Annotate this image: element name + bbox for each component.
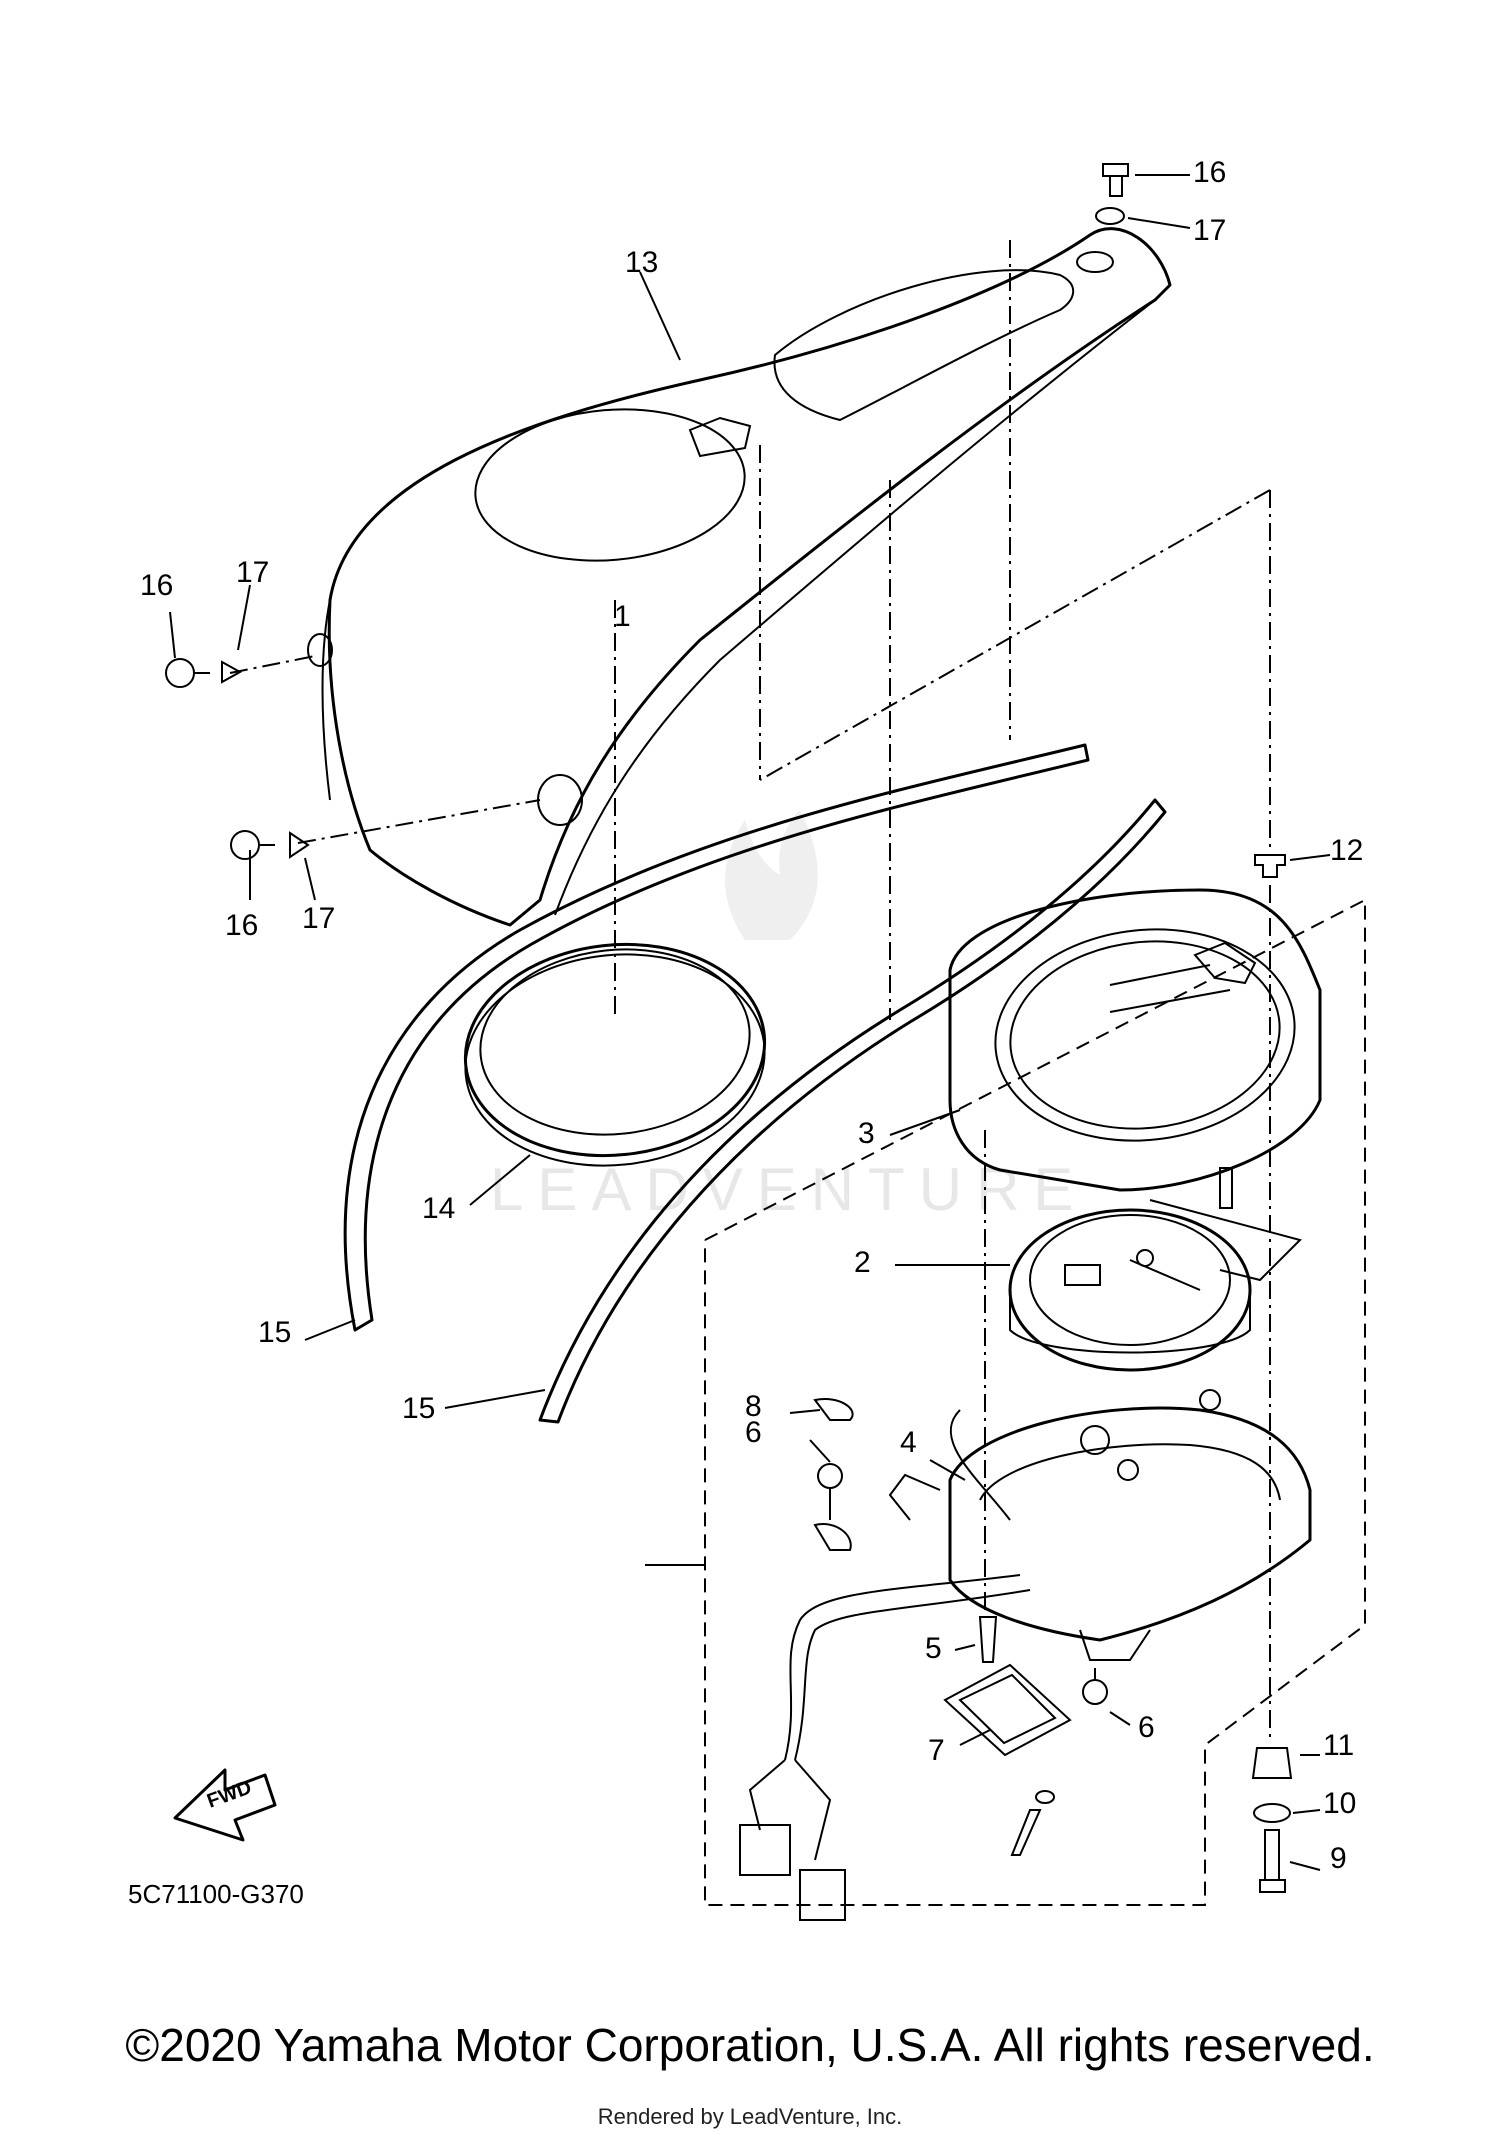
callout-11: 11: [1323, 1729, 1354, 1762]
callout-16-left-upper: 16: [140, 569, 173, 602]
callout-4: 4: [900, 1426, 917, 1459]
callout-17-top: 17: [1193, 214, 1226, 247]
lens-ring-part-14: [463, 942, 767, 1167]
callout-15-right: 15: [402, 1392, 435, 1425]
callout-14: 14: [422, 1192, 455, 1225]
callout-17-left-lower: 17: [302, 902, 335, 935]
callout-10: 10: [1323, 1787, 1356, 1820]
leadventure-watermark: LEADVENTURE: [490, 810, 1087, 1223]
callout-6-upper: 6: [745, 1416, 762, 1449]
callout-7: 7: [928, 1734, 945, 1767]
wire-harness: [739, 1409, 1031, 1921]
callout-2: 2: [854, 1246, 871, 1279]
callout-3: 3: [858, 1117, 875, 1150]
meter-assembly-part-2: [1008, 1167, 1302, 1372]
callout-16-left-lower: 16: [225, 909, 258, 942]
trim-strip-part-15: [343, 743, 1167, 1424]
callout-5: 5: [925, 1632, 942, 1665]
assembly-boundary-part-1: [704, 898, 1366, 1906]
callout-6-lower: 6: [1138, 1711, 1155, 1744]
callout-1: 1: [614, 600, 631, 633]
fwd-arrow-icon: FWD: [173, 1768, 277, 1842]
leader-lines: [169, 174, 1331, 1871]
callout-15-left: 15: [258, 1316, 291, 1349]
callout-13: 13: [625, 246, 658, 279]
copyright-text: ©2020 Yamaha Motor Corporation, U.S.A. A…: [125, 2019, 1375, 2071]
callout-17-left-upper: 17: [236, 556, 269, 589]
meter-cover-part-13: [307, 227, 1172, 927]
callout-8: 8: [745, 1390, 762, 1423]
callout-16-top: 16: [1193, 156, 1226, 189]
meter-case-part-3: [948, 888, 1322, 1192]
watermark-text: LEADVENTURE: [490, 1156, 1087, 1223]
meter-lower-case-part-4: [888, 1389, 1312, 1661]
hardware-parts: [165, 163, 1293, 1893]
alignment-lines: [229, 240, 1271, 1740]
rendered-by-text: Rendered by LeadVenture, Inc.: [597, 2104, 903, 2129]
part-code: 5C71100-G370: [128, 1879, 304, 1909]
callout-9: 9: [1330, 1842, 1347, 1875]
callouts: 1 2 3 4 5 6 6 7 8 9 10 11 12 13 14 15 15…: [140, 156, 1363, 1875]
callout-12: 12: [1330, 834, 1363, 867]
